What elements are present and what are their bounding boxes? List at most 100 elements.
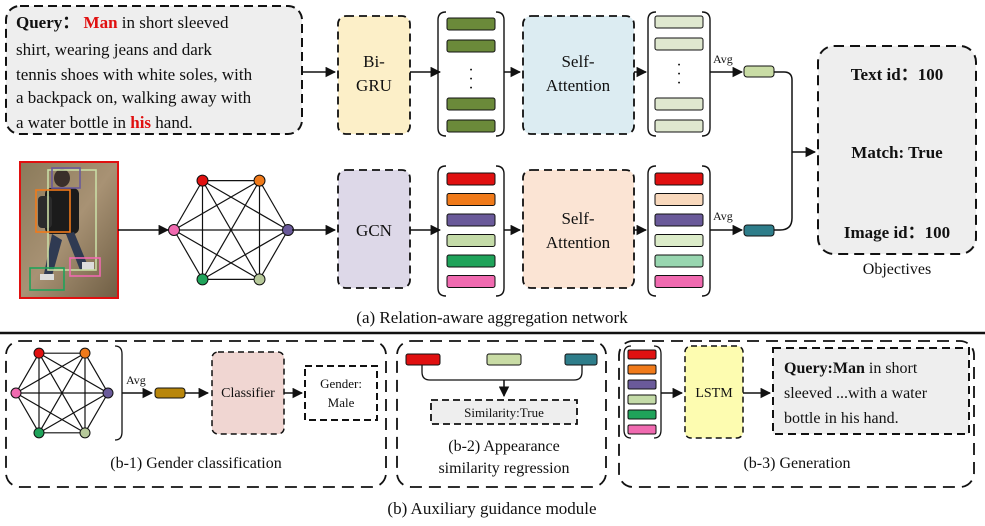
graph-edge (84, 352, 109, 394)
caption-a: (a) Relation-aware aggregation network (356, 308, 628, 327)
text-attended-bar (654, 119, 704, 133)
avg-label-image: Avg (713, 209, 733, 223)
b2-avg-vector (564, 353, 598, 366)
graph-edge (84, 392, 109, 434)
text-feature-stack: · · · (437, 11, 505, 137)
image-attended-bar (654, 193, 704, 206)
svg-text:GCN: GCN (356, 221, 392, 240)
generation-input-bar (627, 409, 657, 420)
svg-text:·: · (468, 71, 473, 88)
text-attended-bar (654, 15, 704, 29)
panel-b2: Similarity:True (b-2) Appearance similar… (396, 340, 607, 488)
svg-text:·: · (676, 57, 681, 74)
graph-edge (258, 180, 289, 231)
image-part-stack (437, 165, 505, 297)
graph-node (282, 224, 294, 236)
graph-node (10, 387, 22, 399)
text-attended-bar (654, 97, 704, 111)
svg-text:·: · (676, 75, 681, 92)
gender-output (304, 365, 378, 421)
image-attended-bar (654, 275, 704, 288)
generation-input-bar (627, 424, 657, 435)
graph-node (33, 427, 45, 439)
graph-edge (15, 392, 40, 434)
svg-text:Similarity:True: Similarity:True (464, 405, 544, 420)
svg-text:Classifier: Classifier (221, 386, 275, 401)
b2-image-vector (405, 353, 441, 366)
graph-edge (173, 229, 260, 280)
image-id: Image id：100 (844, 223, 950, 242)
svg-text:Bi-: Bi- (363, 52, 385, 71)
panel-b3: LSTM Query:Man in short sleeved ...with … (618, 340, 975, 488)
svg-text:·: · (468, 62, 473, 79)
text-feature-bar (446, 39, 496, 53)
text-id: Text id：100 (851, 65, 943, 84)
caption-b1: (b-1) Gender classification (110, 455, 281, 472)
query-line-5: a water bottle in (16, 113, 130, 132)
query-line-3: tennis shoes with white soles, with (16, 65, 253, 84)
image-part-bar (446, 213, 496, 227)
image-attended-bar (654, 213, 704, 227)
graph-node (79, 347, 91, 359)
graph-node (196, 273, 209, 286)
image-attended-bar (654, 254, 704, 268)
svg-text:Gender:: Gender: (320, 376, 362, 391)
generation-input-bar (627, 349, 657, 360)
part-graph-a (168, 174, 294, 286)
generated-query-box (772, 347, 970, 435)
graph-edge (202, 229, 289, 280)
svg-text:Self-: Self- (561, 52, 594, 71)
objectives-box: Text id：100 Match: True Image id：100 (817, 45, 977, 255)
avg-gender-vector (154, 387, 186, 399)
graph-node (253, 273, 266, 286)
avg-text-vector (743, 65, 775, 78)
query-line-2: shirt, wearing jeans and dark (16, 40, 212, 59)
text-attended-bar (654, 37, 704, 51)
generation-input-bar (627, 364, 657, 375)
svg-text:LSTM: LSTM (695, 386, 733, 401)
query-word-man: Man (84, 13, 119, 32)
svg-text:bottle in his hand.: bottle in his hand. (784, 410, 899, 427)
text-feature-bars (446, 17, 496, 133)
graph-node (102, 387, 114, 399)
gcn-block: GCN (337, 169, 411, 289)
svg-text:Query： Man in sho: Query： Man in short sleeved (16, 13, 229, 32)
generation-input-bar (627, 394, 657, 405)
match-result: Match: True (851, 143, 943, 162)
graph-edge (38, 392, 109, 434)
text-feature-bar (446, 119, 496, 133)
objectives-caption: Objectives (863, 261, 931, 278)
graph-node (196, 174, 209, 187)
svg-text:a water bottle in his: a water bottle in his hand. (16, 113, 193, 132)
bigru-block: Bi- GRU (337, 15, 411, 135)
graph-edge (173, 229, 204, 280)
similarity-output (430, 399, 578, 425)
image-attended-bar (654, 172, 704, 186)
graph-edge (173, 180, 260, 231)
panel-b1: Avg Classifier Gender: Male (b-1) Gender… (5, 340, 387, 488)
lstm-block (684, 345, 744, 439)
graph-edge (258, 229, 289, 280)
text-attended-stack: · · · (647, 11, 711, 137)
svg-text:·: · (468, 80, 473, 97)
image-part-bar (446, 275, 496, 288)
query-line-4: a backpack on, walking away with (16, 88, 252, 107)
image-part-bar (446, 234, 496, 247)
generation-input-bar (627, 379, 657, 390)
graph-edge (173, 180, 204, 231)
svg-text:Attention: Attention (546, 76, 611, 95)
graph-edge (15, 392, 86, 434)
graph-node (168, 224, 180, 236)
avg-image-vector (743, 224, 775, 237)
self-attention-text-block: Self- Attention (522, 15, 635, 135)
svg-text:Self-: Self- (561, 209, 594, 228)
image-part-bar (446, 172, 496, 186)
image-attended-stack (647, 165, 711, 297)
avg-label-gender: Avg (126, 373, 146, 387)
graph-edge (15, 352, 86, 394)
query-word-his: his (130, 113, 151, 132)
graph-node (79, 427, 91, 439)
image-part-bar (446, 254, 496, 268)
caption-b3: (b-3) Generation (743, 455, 850, 472)
